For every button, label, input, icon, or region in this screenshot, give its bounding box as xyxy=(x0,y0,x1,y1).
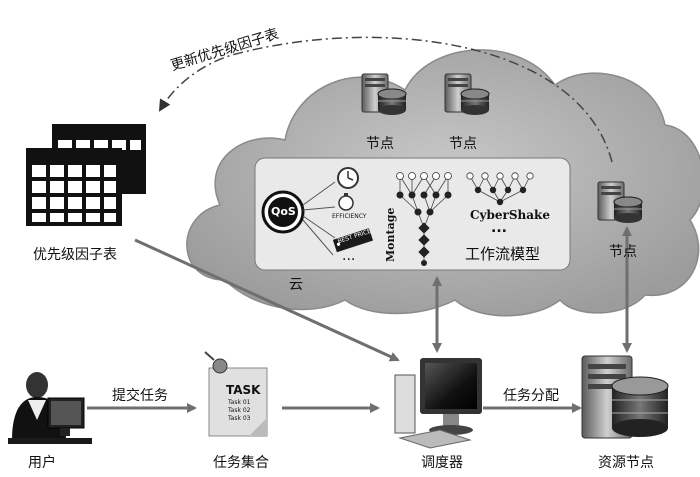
node-2-label: 节点 xyxy=(449,136,477,152)
stopwatch-icon xyxy=(338,193,354,211)
user-at-computer-icon xyxy=(8,372,92,444)
cybershake-workflow-graph xyxy=(466,172,534,206)
submit-task-label: 提交任务 xyxy=(112,388,168,404)
task-line-3: Task 03 xyxy=(228,415,251,422)
cybershake-label: CyberShake xyxy=(470,208,550,222)
cloud-label: 云 xyxy=(289,277,303,293)
task-assign-label: 任务分配 xyxy=(503,388,559,404)
workflow-more-label: ... xyxy=(491,220,507,236)
clock-icon xyxy=(337,167,359,189)
qos-arrows xyxy=(302,181,336,256)
montage-label: Montage xyxy=(384,207,397,262)
workflow-model-label: 工作流模型 xyxy=(465,245,541,263)
node-1-label: 节点 xyxy=(366,136,394,152)
priority-table-label: 优先级因子表 xyxy=(33,247,117,263)
update-table-arrow xyxy=(158,36,613,163)
task-line-1: Task 01 xyxy=(228,399,251,406)
table-to-scheduler-arrow xyxy=(134,238,400,362)
node-3-label: 节点 xyxy=(609,244,637,260)
computer-icon xyxy=(394,358,482,449)
task-line-2: Task 02 xyxy=(228,407,251,414)
price-tag-icon xyxy=(332,228,374,253)
table-icon xyxy=(26,124,146,226)
flow-arrows xyxy=(87,226,632,413)
task-document-icon xyxy=(204,351,268,437)
server-icon-resource-node xyxy=(581,355,669,439)
server-icon-node-1 xyxy=(361,73,407,116)
task-set-label: 任务集合 xyxy=(213,455,269,471)
task-doc-title: TASK xyxy=(226,383,261,397)
qos-label: QoS xyxy=(271,205,296,218)
montage-workflow-graph xyxy=(396,172,452,266)
qos-more-label: ... xyxy=(342,248,356,264)
user-label: 用户 xyxy=(28,455,56,471)
resource-node-label: 资源节点 xyxy=(598,455,654,471)
qos-icon xyxy=(261,190,305,234)
efficiency-label: EFFICIENCY xyxy=(332,213,367,220)
scheduler-label: 调度器 xyxy=(421,455,463,471)
